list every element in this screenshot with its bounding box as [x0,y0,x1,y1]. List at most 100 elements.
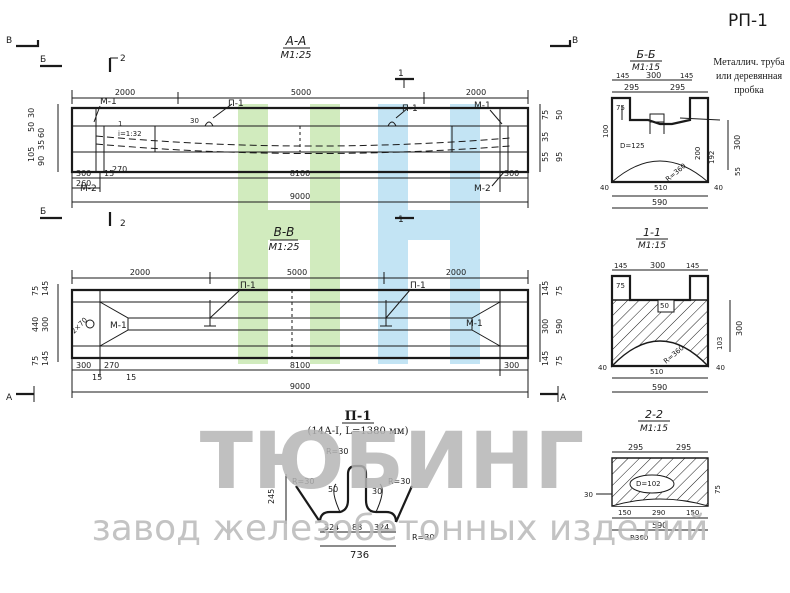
section-aa-scale: М1:25 [280,50,311,61]
aa-small-1: 1 [118,120,122,128]
bb-d192: 192 [708,151,716,164]
s11-d145-right: 145 [686,262,699,270]
aa-left-35: 35 [37,140,46,150]
aa-left-60: 60 [37,128,46,138]
bb-dr360: R=360 [664,162,688,184]
s11-d300: 300 [650,261,665,270]
section-aa-title: А-А [285,34,307,48]
vv-left-300: 300 [41,317,50,332]
p1-d245: 245 [267,489,276,504]
vv-right-590: 590 [555,319,564,334]
detail-p1: П-1 (14А-I, L=1380 мм) R=30 R=30 R=30 50… [267,409,434,561]
vv-bottom-300-right: 300 [504,361,519,370]
bb-d55: 55 [734,167,742,176]
s22-d590: 590 [652,521,667,530]
aa-left-30: 30 [27,108,36,118]
s11-d50: 50 [660,302,669,310]
section-vv-scale: М1:25 [268,242,299,253]
cut-mark-v-left: В [6,36,12,46]
aa-bottom-8100: 8100 [290,169,310,178]
vv-left-145-bottom: 145 [41,351,50,366]
aa-dim-2000-right: 2000 [466,88,486,97]
aa-dim-2000-left: 2000 [115,88,135,97]
vv-dim-2000-left: 2000 [130,268,150,277]
aa-mark-p1-left: П-1 [228,99,244,109]
bb-note: Металлич. труба или деревянная пробка [713,57,785,96]
section-22-title: 2-2 [645,408,663,421]
s11-d145-left: 145 [614,262,627,270]
cut-mark-2-bottom: 2 [120,219,126,229]
section-11: 1-1 М1:15 145 300 145 75 50 300 R=360 10… [598,226,744,393]
p1-d88: 88 [352,523,362,532]
s11-d590: 590 [652,383,667,392]
aa-small-30: 30 [190,117,199,125]
bb-top-300: 300 [646,71,661,80]
s22-d150-left: 150 [618,509,631,517]
s22-d295-left: 295 [628,443,643,452]
bb-d510: 510 [654,184,667,192]
aa-left-105: 105 [27,147,36,162]
aa-mark-m2-left: М-2 [80,184,97,194]
brand-name: ТЮБИНГ [200,417,584,507]
s22-d150-right: 150 [686,509,699,517]
vv-mark-p1-left: П-1 [240,281,256,291]
p1-r30-left: R=30 [292,477,314,486]
section-vv: В-В М1:25 2000 5000 2000 П-1 П-1 М-1 М-1… [6,225,567,403]
detail-p1-title: П-1 [345,409,372,424]
section-bb-title: Б-Б [636,48,655,61]
s11-d510: 510 [650,368,663,376]
vv-mark-p1-right: П-1 [410,281,426,291]
s11-d75: 75 [616,282,625,290]
vv-right-75-bottom: 75 [555,356,564,366]
section-bb: Б-Б М1:15 145 300 145 295 295 75 100 D=1… [600,48,785,209]
bb-d40-right: 40 [714,184,723,192]
vv-right-145-bottom: 145 [541,351,550,366]
cut-mark-v-right: В [572,36,578,46]
p1-d736: 736 [350,550,369,561]
cut-mark-1-top: 1 [398,69,404,79]
aa-mark-p1-right: П-1 [402,104,418,114]
aa-dim-5000: 5000 [291,88,311,97]
aa-right-35: 35 [541,132,550,142]
s11-r360: R=360 [662,344,686,366]
aa-mark-m1-right: М-1 [474,101,491,111]
bb-top-145-left: 145 [616,72,629,80]
s11-d103: 103 [716,337,724,350]
s22-d30: 30 [584,491,593,499]
cut-mark-a-left: А [6,393,13,403]
p1-d324-left: 324 [324,523,339,532]
aa-bottom-9000: 9000 [290,192,310,201]
vv-left-75-bottom: 75 [31,356,40,366]
p1-r30-top: R=30 [326,447,348,456]
p1-d30: 30 [372,487,382,496]
section-aa: А-А М1:25 В В Б 2 1 Б 2 1 2000 5000 2000 [6,34,578,229]
s11-d300-v: 300 [735,321,744,336]
cut-mark-2-top: 2 [120,54,126,64]
section-vv-title: В-В [274,225,295,239]
cut-mark-a-right: А [560,393,567,403]
section-22-scale: М1:15 [640,424,668,434]
cut-mark-1-bottom: 1 [398,215,404,225]
aa-right-50: 50 [555,110,564,120]
vv-right-300: 300 [541,319,550,334]
s22-d290: 290 [652,509,665,517]
aa-right-75: 75 [541,110,550,120]
section-11-title: 1-1 [643,226,661,239]
s22-d102: D=102 [636,480,661,488]
aa-left-50: 50 [27,122,36,132]
vv-bottom-8100: 8100 [290,361,310,370]
vv-right-75-top: 75 [555,286,564,296]
vv-bottom-300-left: 300 [76,361,91,370]
s11-d40-right: 40 [716,364,725,372]
aa-right-95: 95 [555,152,564,162]
aa-bottom-15: 15 [104,169,114,178]
vv-mark-m1-right: М-1 [466,319,483,329]
bb-d300: 300 [733,135,742,150]
cut-mark-b-top: Б [40,55,46,65]
aa-mark-m2-right: М-2 [474,184,491,194]
sheet-code: РП-1 [728,11,768,31]
p1-r30-bottom: R=30 [412,533,434,542]
logo-blue-cross [378,210,480,240]
vv-left-75-top: 75 [31,286,40,296]
